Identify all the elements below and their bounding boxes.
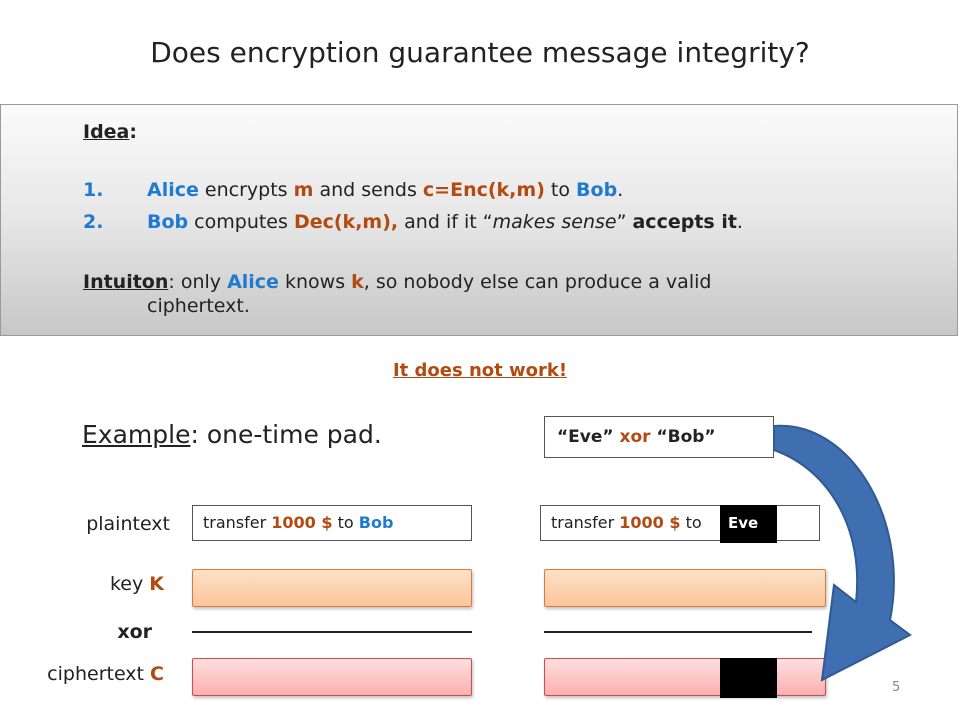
- curved-arrow-icon: [773, 424, 912, 682]
- left-plaintext-recipient: Bob: [358, 513, 394, 532]
- step-1-text: encrypts: [198, 179, 294, 201]
- intuition-text: knows: [278, 271, 352, 293]
- ciphertext-label: ciphertext C: [4, 663, 164, 685]
- modified-cipher-patch: [720, 658, 777, 698]
- idea-box: Idea: 1. Alice encrypts m and sends c=Enc…: [0, 104, 958, 336]
- slide-title: Does encryption guarantee message integr…: [150, 36, 810, 69]
- idea-colon: :: [129, 121, 137, 143]
- right-plaintext-text: transfer: [551, 513, 620, 532]
- step-2-number: 2.: [83, 211, 104, 233]
- idea-label: Idea: [83, 121, 130, 143]
- idea-heading: Idea:: [83, 121, 137, 143]
- key-label: key K: [4, 573, 164, 595]
- curved-arrow-shape: [773, 424, 912, 682]
- intuition-alice: Alice: [227, 271, 279, 293]
- right-xor-line: [544, 631, 812, 633]
- ciphertext-label-text: ciphertext: [47, 663, 151, 685]
- idea-step-2: 2. Bob computes Dec(k,m), and if it “make…: [83, 211, 743, 233]
- intuition-label: Intuiton: [83, 271, 169, 293]
- intuition-text: : only: [168, 271, 228, 293]
- eve-patch: Eve: [720, 505, 777, 543]
- left-key-box: [192, 569, 472, 607]
- xor-label: xor: [117, 621, 152, 643]
- step-2-text: and if it “: [398, 211, 493, 233]
- intuition-continuation: ciphertext.: [147, 295, 250, 317]
- step-1-ciphertext: c=Enc(k,m): [422, 179, 545, 201]
- right-ciphertext-box: [544, 658, 826, 696]
- step-2-actor: Bob: [147, 211, 189, 233]
- right-key-box: [544, 569, 826, 607]
- eve-quote: “Eve”: [557, 427, 620, 447]
- bob-quote: “Bob”: [650, 427, 716, 447]
- step-1-number: 1.: [83, 179, 104, 201]
- left-plaintext-amount: 1000 $: [271, 513, 333, 532]
- left-ciphertext-box: [192, 658, 472, 696]
- left-xor-line: [192, 631, 472, 633]
- step-1-actor: Alice: [147, 179, 199, 201]
- example-heading: Example: one-time pad.: [82, 420, 382, 449]
- step-1-message: m: [293, 179, 314, 201]
- left-plaintext-text: transfer: [203, 513, 272, 532]
- step-2-makes-sense: makes sense: [492, 211, 617, 233]
- right-plaintext-text: to: [680, 513, 702, 532]
- key-label-text: key: [109, 573, 150, 595]
- left-plaintext-text: to: [332, 513, 359, 532]
- step-1-text: and sends: [313, 179, 423, 201]
- step-2-accepts: accepts it: [632, 211, 737, 233]
- step-1-text: .: [617, 179, 624, 201]
- right-plaintext-amount: 1000 $: [619, 513, 681, 532]
- intuition-text: , so nobody else can produce a valid: [363, 271, 712, 293]
- idea-step-1: 1.Alice encrypts m and sends c=Enc(k,m) …: [83, 179, 623, 201]
- key-variable: K: [149, 573, 164, 595]
- intuition-key: k: [351, 271, 364, 293]
- step-1-recipient: Bob: [576, 179, 618, 201]
- eve-xor-bob-box: “Eve” xor “Bob”: [544, 416, 774, 458]
- step-2-decryption: Dec(k,m),: [293, 211, 399, 233]
- xor-operator: xor: [619, 427, 651, 447]
- step-1-text: to: [544, 179, 577, 201]
- page-number: 5: [892, 680, 901, 695]
- plaintext-label: plaintext: [86, 513, 170, 535]
- left-plaintext-box: transfer 1000 $ to Bob: [192, 505, 472, 541]
- step-2-text: .: [736, 211, 743, 233]
- example-label: Example: [82, 420, 191, 449]
- example-description: : one-time pad.: [190, 420, 382, 449]
- step-2-text: ”: [616, 211, 633, 233]
- step-2-text: computes: [188, 211, 294, 233]
- intuition-line: Intuiton: only Alice knows k, so nobody …: [83, 271, 711, 293]
- ciphertext-variable: C: [150, 663, 164, 685]
- failure-note: It does not work!: [392, 360, 568, 381]
